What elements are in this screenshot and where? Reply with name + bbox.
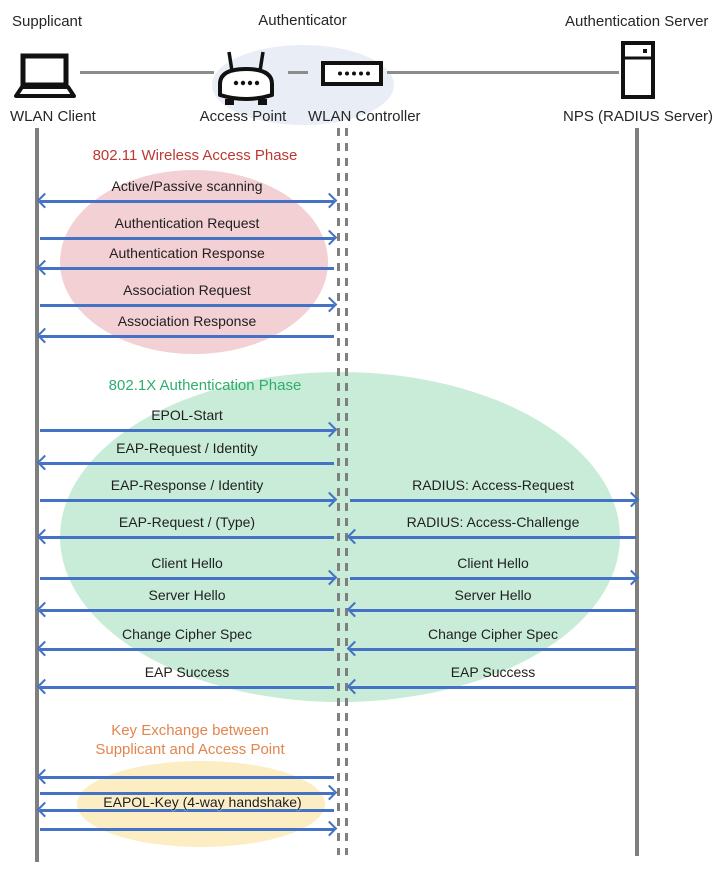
arrowhead-right-icon (321, 821, 338, 837)
message-arrow (40, 422, 338, 438)
arrowhead-right-icon (321, 492, 338, 508)
arrowhead-left-icon (346, 641, 363, 657)
label-wlan-controller: WLAN Controller (308, 108, 421, 125)
message-arrow (350, 492, 640, 508)
message-label: RADIUS: Access-Challenge (406, 514, 580, 530)
message-arrow (40, 785, 338, 801)
message-label: Active/Passive scanning (111, 178, 263, 194)
message-label: Change Cipher Spec (122, 626, 252, 642)
message-arrow (36, 193, 338, 209)
arrowhead-left-icon (36, 328, 53, 344)
key-exchange-phase-ellipse (77, 761, 325, 847)
message-label: EAP Success (144, 664, 230, 680)
connector-client-ap (80, 71, 214, 74)
arrowhead-left-icon (36, 193, 53, 209)
message-label: Association Response (117, 313, 257, 329)
message-label: Server Hello (454, 587, 532, 603)
wireless-access-phase-title: 802.11 Wireless Access Phase (92, 147, 298, 164)
arrowhead-left-icon (36, 529, 53, 545)
message-arrow (36, 455, 334, 471)
lifeline-authenticator-right (345, 128, 348, 855)
arrowhead-left-icon (346, 679, 363, 695)
message-arrow (36, 260, 334, 276)
arrowhead-right-icon (321, 422, 338, 438)
message-arrow (40, 492, 338, 508)
message-arrow (346, 602, 636, 618)
message-label: EAP-Request / (Type) (118, 514, 256, 530)
message-arrow (346, 679, 636, 695)
arrowhead-left-icon (36, 602, 53, 618)
eapol-key-label: EAPOL-Key (4-way handshake) (103, 794, 302, 810)
message-arrow (36, 769, 334, 785)
message-arrow (40, 570, 338, 586)
message-arrow (36, 328, 334, 344)
message-arrow (346, 529, 636, 545)
arrowhead-right-icon (321, 230, 338, 246)
message-label: EPOL-Start (151, 407, 223, 423)
message-arrow (36, 641, 334, 657)
key-exchange-phase-title: Key Exchange between Supplicant and Acce… (95, 722, 285, 758)
label-wlan-client: WLAN Client (10, 108, 96, 125)
lifeline-wlan-client (35, 128, 39, 862)
connector-ap-controller (288, 71, 308, 74)
arrowhead-left-icon (36, 769, 53, 785)
arrowhead-left-icon (36, 679, 53, 695)
role-authentication-server: Authentication Server (565, 13, 709, 30)
message-label: RADIUS: Access-Request (412, 477, 574, 493)
role-authenticator: Authenticator (258, 12, 347, 29)
arrowhead-right-icon (321, 570, 338, 586)
message-arrow (36, 602, 334, 618)
message-arrow (40, 297, 338, 313)
laptop-icon (14, 53, 76, 98)
message-label: Client Hello (151, 555, 223, 571)
arrowhead-left-icon (36, 260, 53, 276)
role-supplicant: Supplicant (12, 13, 83, 30)
arrowhead-left-icon (346, 602, 363, 618)
access-point-icon (218, 51, 274, 105)
message-arrow (40, 230, 338, 246)
lifeline-authenticator-left (337, 128, 340, 855)
message-arrow (36, 529, 334, 545)
message-arrow (36, 679, 334, 695)
authentication-phase-title: 802.1X Authentication Phase (108, 377, 302, 394)
arrowhead-right-icon (321, 297, 338, 313)
message-arrow (350, 570, 640, 586)
message-label: Change Cipher Spec (428, 626, 558, 642)
message-label: EAP-Request / Identity (116, 440, 258, 456)
server-icon (621, 41, 655, 99)
message-label: Server Hello (148, 587, 226, 603)
connector-controller-server (387, 71, 619, 74)
message-arrow (40, 821, 338, 837)
arrowhead-right-icon (321, 193, 338, 209)
arrowhead-left-icon (36, 802, 53, 818)
message-arrow (346, 641, 636, 657)
message-label: Association Request (123, 282, 251, 298)
arrowhead-left-icon (36, 455, 53, 471)
arrowhead-left-icon (36, 641, 53, 657)
message-label: Authentication Request (114, 215, 260, 231)
lifeline-radius-server (635, 128, 639, 856)
arrowhead-left-icon (346, 529, 363, 545)
arrowhead-right-icon (623, 570, 640, 586)
message-label: EAP-Response / Identity (110, 477, 264, 493)
message-arrow (36, 802, 334, 818)
arrowhead-right-icon (623, 492, 640, 508)
message-label: Client Hello (457, 555, 529, 571)
message-label: EAP Success (450, 664, 536, 680)
label-nps-radius-server: NPS (RADIUS Server) (563, 108, 713, 125)
label-access-point: Access Point (199, 108, 287, 125)
message-label: Authentication Response (109, 245, 265, 261)
wlan-controller-icon (321, 61, 383, 86)
